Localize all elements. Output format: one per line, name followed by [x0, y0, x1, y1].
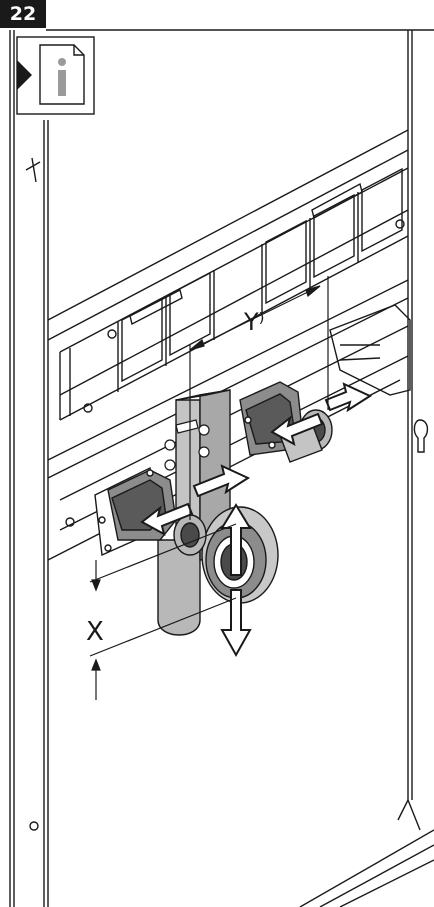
frame [9, 29, 434, 907]
arrow-right-valve-left [192, 464, 251, 498]
mounting-rail-upper [47, 129, 409, 421]
valve-left [94, 466, 207, 557]
movement-arrows [140, 382, 373, 658]
screws [164, 419, 210, 471]
arrow-right-valve-right [324, 382, 373, 413]
arrow-down [220, 589, 252, 658]
info-icon [16, 36, 95, 115]
step-number-badge: 22 [0, 0, 46, 28]
dimension-label-y: Y⁾ [243, 308, 265, 336]
dimension-lines [89, 276, 329, 700]
bottom-rail [29, 798, 434, 907]
arrow-up [220, 503, 252, 576]
arrow-left-valve-right [270, 412, 324, 446]
dimension-label-x: X [86, 617, 104, 647]
